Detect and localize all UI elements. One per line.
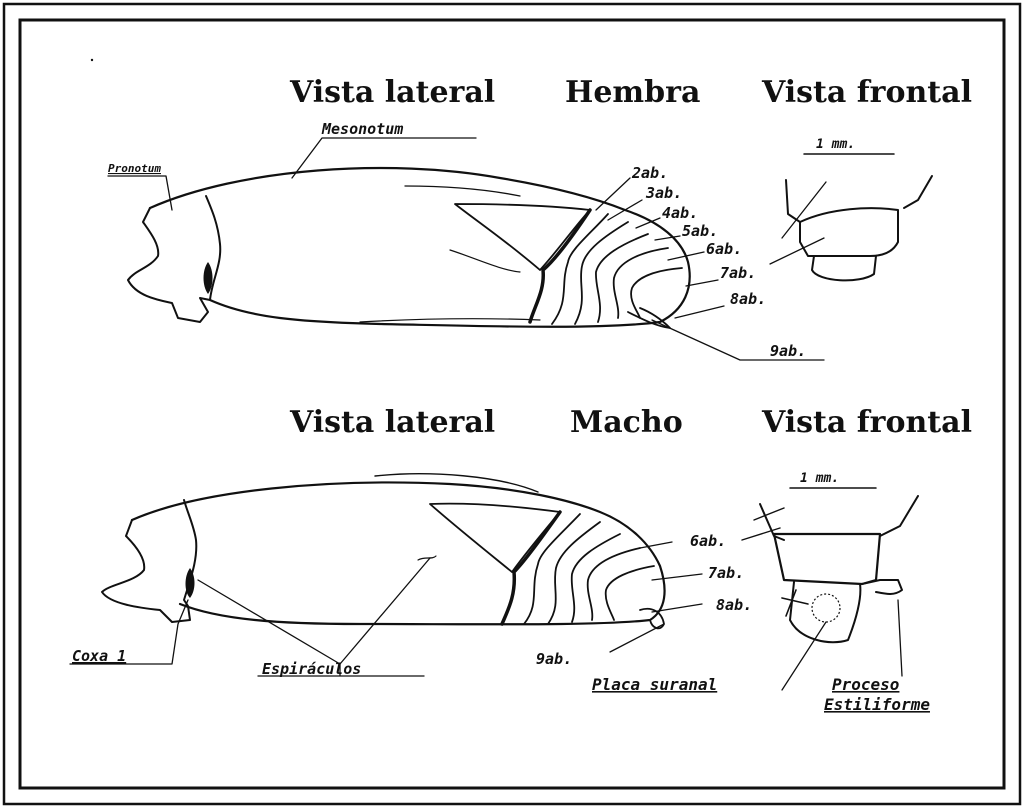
label-proceso: Proceso (832, 675, 899, 694)
label-female-3ab: 3ab. (645, 184, 682, 202)
female-frontal-title: Vista frontal (761, 75, 972, 110)
label-female-4ab: 4ab. (662, 204, 698, 222)
female-lateral-drawing (128, 168, 690, 328)
label-female-9ab: 9ab. (770, 342, 806, 360)
female-mid-line (450, 250, 520, 272)
male-spiracle-line (418, 556, 436, 560)
female-segment-4 (575, 222, 628, 324)
label-female-2ab: 2ab. (631, 164, 668, 182)
label-male-7ab: 7ab. (708, 564, 744, 582)
female-scale-label: 1 mm. (816, 137, 855, 152)
male-section: Vista lateral Macho Vista frontal (70, 405, 972, 714)
female-body-outline (150, 168, 690, 327)
male-frontal-drawing: 1 mm. (742, 471, 918, 690)
female-sex-title: Hembra (565, 75, 700, 110)
label-female-5ab: 5ab. (682, 222, 718, 240)
label-male-9ab: 9ab. (536, 650, 572, 668)
label-female-6ab: 6ab. (706, 240, 742, 258)
female-segment-7 (631, 268, 682, 318)
male-frontal-title: Vista frontal (761, 405, 972, 440)
female-section: Vista lateral Hembra Vista frontal (108, 75, 972, 360)
female-lateral-title: Vista lateral (289, 75, 495, 110)
label-placa-suranal: Placa suranal (592, 675, 717, 694)
label-male-6ab: 6ab. (690, 532, 726, 550)
label-female-7ab: 7ab. (720, 264, 756, 282)
placa-suranal-outline (812, 594, 840, 622)
label-male-8ab: 8ab. (716, 596, 752, 614)
label-coxa: Coxa 1 (72, 647, 126, 665)
inner-border (20, 20, 1004, 788)
label-espiraculos: Espiráculos (262, 660, 361, 678)
speck (91, 59, 93, 61)
male-leader-lines (70, 542, 702, 676)
label-estiliforme: Estiliforme (824, 695, 930, 714)
female-frontal-drawing: 1 mm. (770, 137, 932, 280)
male-scale-label: 1 mm. (800, 471, 839, 486)
label-female-8ab: 8ab. (730, 290, 766, 308)
male-lateral-title: Vista lateral (289, 405, 495, 440)
label-mesonotum: Mesonotum (321, 120, 403, 138)
label-pronotum: Pronotum (108, 162, 161, 175)
female-pronotum (128, 196, 220, 322)
female-scutellum-line (405, 186, 520, 196)
male-body-outline (132, 483, 665, 625)
male-segment-thick (502, 512, 560, 624)
female-belly-line (360, 319, 540, 322)
male-sex-title: Macho (570, 405, 683, 440)
